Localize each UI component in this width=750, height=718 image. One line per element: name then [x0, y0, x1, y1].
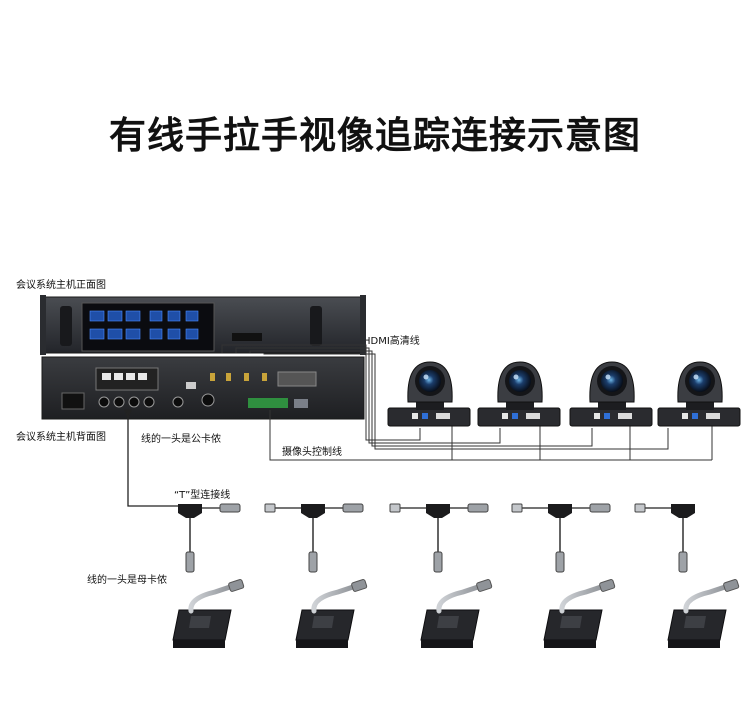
- ptz-camera: [478, 362, 560, 426]
- gooseneck-microphone: [668, 579, 739, 648]
- ptz-camera: [658, 362, 740, 426]
- ptz-camera: [388, 362, 470, 426]
- ptz-cameras: [388, 362, 740, 426]
- host-front-panel: [40, 295, 366, 355]
- gooseneck-microphone: [421, 579, 492, 648]
- t-connector: [426, 504, 548, 572]
- t-connector: [671, 504, 695, 572]
- host-back-panel: [42, 357, 364, 419]
- gooseneck-microphone: [544, 579, 615, 648]
- t-connector: [301, 504, 426, 572]
- t-connector: [178, 504, 301, 572]
- microphones: [173, 579, 739, 648]
- ptz-camera: [570, 362, 652, 426]
- t-connector: [548, 504, 671, 572]
- mic-trunk-cable: [125, 410, 178, 506]
- gooseneck-microphone: [173, 579, 244, 648]
- t-connectors: [178, 504, 695, 572]
- gooseneck-microphone: [296, 579, 367, 648]
